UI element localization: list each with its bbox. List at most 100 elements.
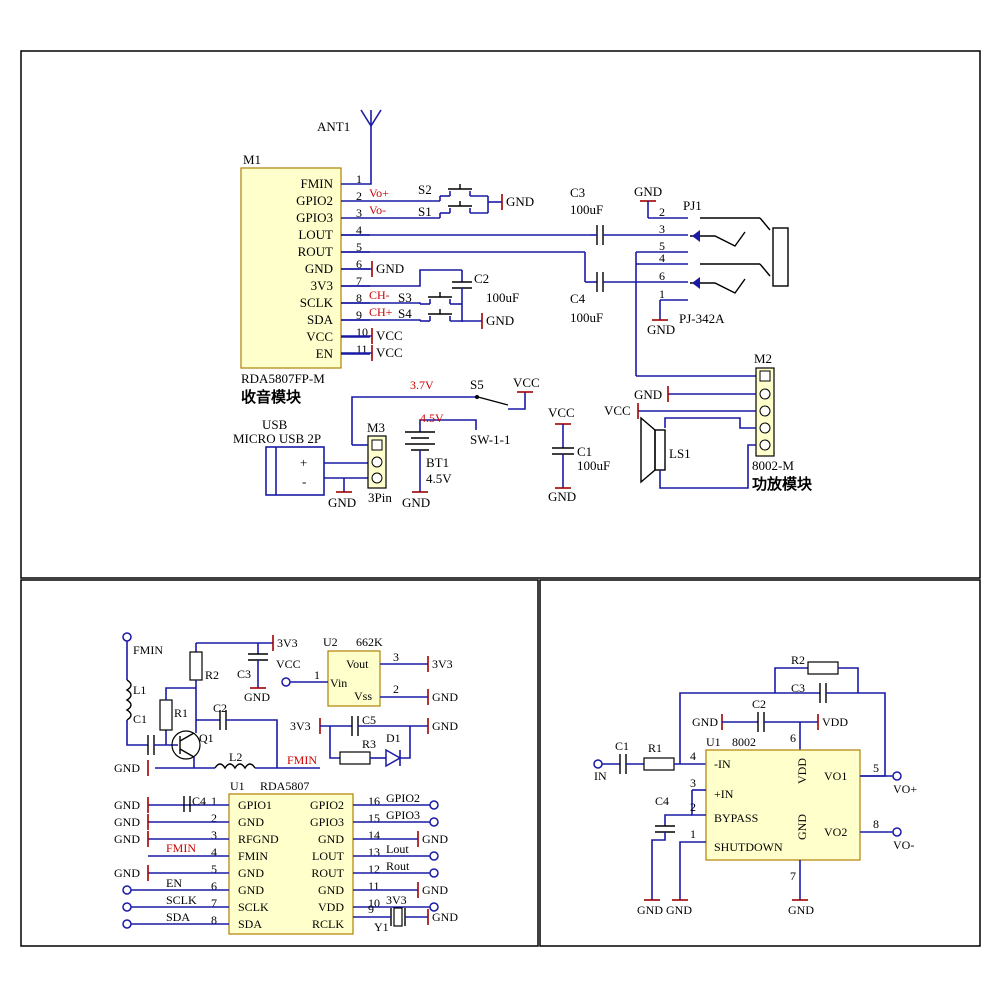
- ch-minus-label: CH-: [369, 288, 390, 302]
- pj-pin-number: 2: [659, 205, 665, 219]
- s4-gnd-label: GND: [486, 313, 514, 328]
- u2-pin2: 2: [393, 682, 399, 696]
- module-pin-number: 7: [356, 274, 362, 288]
- gnd-pin6-label: GND: [376, 261, 404, 276]
- radio-module-box: [240, 167, 342, 369]
- ch-plus-label: CH+: [369, 305, 393, 319]
- s2-label: S2: [418, 182, 432, 197]
- u1-right-net: GPIO3: [386, 808, 420, 822]
- br-shutdown-gnd-label: GND: [666, 903, 692, 917]
- r1-upper-wire: [165, 687, 196, 700]
- u1-right-port: [429, 851, 439, 861]
- c1-vcc-label: VCC: [548, 405, 575, 420]
- bt1-switch-wire: [419, 419, 477, 430]
- pj-gnd-label-top: GND: [634, 184, 662, 199]
- br-pin-vdd: VDD: [795, 758, 809, 784]
- module-pin-number: 9: [356, 308, 362, 322]
- l1-inductor: [125, 679, 132, 721]
- br-vo-plus: VO+: [893, 782, 917, 796]
- br-pin5: 5: [873, 761, 879, 775]
- l1-label: L1: [133, 683, 146, 697]
- ls1-label: LS1: [669, 446, 691, 461]
- usb-connector: [265, 446, 325, 496]
- r1-resistor: [159, 699, 173, 731]
- c1-label-top: C1: [577, 444, 592, 459]
- br-u1-ref: U1: [706, 735, 721, 749]
- br-c2-label: C2: [752, 697, 766, 711]
- bl-fmin-net: FMIN: [287, 753, 317, 767]
- br-feedback-left: [679, 692, 820, 764]
- l2-inductor: [214, 763, 256, 770]
- s1-label: S1: [418, 204, 432, 219]
- r3-left-wire: [329, 726, 340, 759]
- u1-right-net: Lout: [386, 842, 409, 856]
- u1-left-port: [122, 919, 132, 929]
- u1-right-port: [429, 902, 439, 912]
- pj-ref: PJ1: [683, 198, 702, 213]
- u1-left-port: [122, 902, 132, 912]
- c4-capacitor: [596, 272, 688, 292]
- module-pin-number: 1: [356, 172, 362, 186]
- bt-red-voltage: 4.5V: [420, 411, 444, 425]
- br-c1-label: C1: [615, 739, 629, 753]
- c3-value: 100uF: [570, 202, 603, 217]
- br-r2-left: [774, 667, 808, 693]
- c2-capacitor: [452, 270, 472, 322]
- u1-left-pin-number: 3: [211, 828, 217, 842]
- d1-led: [385, 748, 402, 768]
- c4-value: 100uF: [570, 310, 603, 325]
- br-vo-minus-port: [892, 827, 902, 837]
- usb-gnd-label: GND: [328, 495, 356, 510]
- m2-pins: [759, 370, 771, 451]
- l2-label: L2: [229, 750, 242, 764]
- module-name: RDA5807FP-M: [241, 371, 325, 386]
- pj-jack-symbol: [690, 217, 789, 294]
- br-c3-label: C3: [791, 681, 805, 695]
- br-pin-vo2: VO2: [824, 825, 847, 839]
- q1-label: Q1: [199, 731, 214, 745]
- br-shutdown-wire: [679, 841, 706, 900]
- u1-right-pin-number: 13: [368, 845, 380, 859]
- module-ref: M1: [243, 152, 261, 167]
- u2-regulator: [327, 650, 381, 707]
- module-pin-number: 4: [356, 223, 362, 237]
- u1-fmin-net: FMIN: [166, 841, 196, 855]
- u1-left-pin-label: GND: [238, 883, 264, 897]
- s5-vcc-label: VCC: [513, 375, 540, 390]
- u2-pin3: 3: [393, 650, 399, 664]
- bt1-ref: BT1: [426, 455, 449, 470]
- u1-right-net: 3V3: [386, 893, 407, 907]
- module-pin-label: GND: [305, 261, 333, 276]
- module-title: 收音模块: [241, 388, 302, 406]
- u1-left-pin-label: RFGND: [238, 832, 279, 846]
- u1-left-pin-number: 7: [211, 896, 217, 910]
- c2-right-wire: [226, 719, 278, 768]
- s5-left-wire: [351, 396, 476, 445]
- s5-switch-lever: [477, 396, 509, 406]
- module-pin-number: 3: [356, 206, 362, 220]
- c2-value: 100uF: [486, 290, 519, 305]
- br-pin-plus-in: +IN: [714, 787, 734, 801]
- 3v3-wire: [341, 269, 462, 287]
- br-u1-chip: [705, 749, 861, 861]
- c3-capacitor: [590, 225, 688, 245]
- u2-vss: Vss: [354, 689, 372, 703]
- br-c4-label: C4: [655, 794, 669, 808]
- br-pin-shutdown: SHUTDOWN: [714, 840, 783, 854]
- r2-resistor: [189, 651, 203, 681]
- module-pin-label: LOUT: [298, 227, 333, 242]
- bl-fmin-label: FMIN: [133, 643, 163, 657]
- bl-c2-label: C2: [213, 701, 227, 715]
- br-vo-minus: VO-: [893, 838, 914, 852]
- br-c4-gnd-label: GND: [637, 903, 663, 917]
- module-pin-number: 5: [356, 240, 362, 254]
- br-pin-vo1: VO1: [824, 769, 847, 783]
- switch-s4: [420, 309, 482, 322]
- c1-gnd-label: GND: [548, 489, 576, 504]
- fmin-port: [122, 632, 132, 642]
- u1-right-pin-number: 16: [368, 794, 380, 808]
- c5-gnd-label: GND: [432, 719, 458, 733]
- q1-transistor: [171, 730, 201, 760]
